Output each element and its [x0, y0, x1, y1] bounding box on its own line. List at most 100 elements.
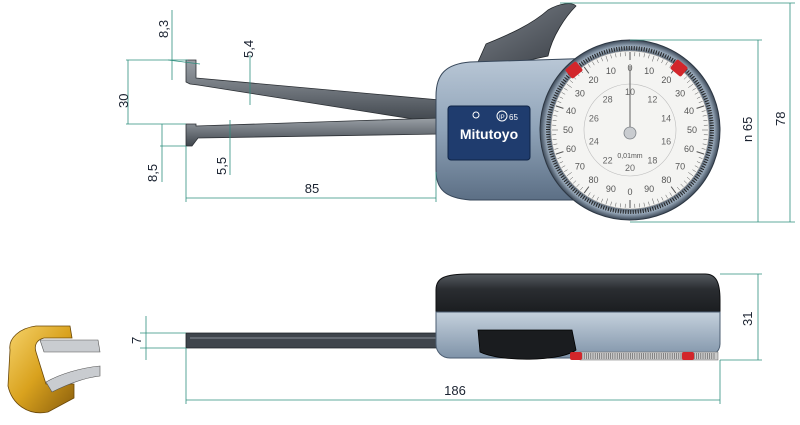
dial-tick: [596, 196, 599, 201]
dial-tick: [557, 157, 562, 159]
dial-tick: [566, 172, 572, 177]
dial-tick: [683, 76, 688, 80]
side-arm: [185, 332, 441, 349]
dial-tick: [694, 165, 699, 168]
side-dimensions: 7 31 186: [129, 273, 762, 404]
dial-inner-number: 16: [661, 137, 671, 147]
release-lever: [477, 3, 577, 63]
side-view: [185, 273, 721, 361]
tip-arm-lower: [45, 365, 101, 393]
dial-tick: [554, 110, 559, 112]
dial-outer-number: 60: [566, 144, 576, 154]
dial-tick: [583, 186, 590, 194]
dial-unit-label: 0,01mm: [617, 153, 642, 160]
tolerance-marker-left: [565, 61, 583, 79]
dial-tick: [648, 54, 650, 59]
dim-78: 78: [773, 112, 788, 126]
dial-tick: [696, 161, 701, 164]
dial-outer-number: 50: [563, 125, 573, 135]
dial-tick: [583, 66, 590, 74]
dial-tick: [702, 143, 707, 145]
dial-tick: [692, 87, 696, 91]
dial-tick: [686, 176, 691, 180]
dial-tick: [688, 172, 694, 177]
dial-tick: [643, 202, 645, 207]
dial-tick: [554, 148, 559, 150]
dial-tick: [639, 203, 641, 208]
ip-badge-text: IP: [499, 115, 505, 121]
dial-inner-number: 18: [647, 156, 657, 166]
dial-outer-number: 90: [606, 184, 616, 194]
dial-tick: [661, 59, 664, 64]
side-dial-cap: [435, 273, 721, 313]
dial-tick: [592, 61, 595, 66]
dial-tick: [576, 183, 580, 188]
dial-tick: [572, 180, 577, 184]
dial-tick: [569, 176, 574, 180]
dial-tick: [596, 59, 599, 64]
dial-tick: [665, 194, 668, 199]
dial-tick: [701, 110, 706, 112]
dial-tick: [669, 64, 673, 68]
top-dimensions: 8,3 5,4 30 8,5 5,5 85 n 65 78: [116, 2, 795, 223]
dial-inner-number: 24: [589, 137, 599, 147]
dial-tick: [652, 198, 655, 205]
dial-tick: [698, 101, 703, 103]
dial-tick: [561, 92, 566, 95]
dial-tick: [555, 151, 564, 155]
dial-tick: [564, 169, 568, 173]
dial-tick: [553, 115, 558, 117]
dial-outer-number: 60: [684, 144, 694, 154]
dial-outer-number: 10: [606, 66, 616, 76]
ip-rating-value: 65: [509, 113, 518, 122]
side-knurl-ring: [579, 351, 719, 361]
dial-tick: [559, 161, 564, 164]
dial-tick: [698, 157, 703, 159]
ip-badge: IP 65: [496, 110, 518, 122]
dim-186: 186: [444, 383, 466, 398]
dial-tick: [703, 139, 708, 141]
dial-tick: [665, 61, 668, 66]
tip-detail: [7, 325, 101, 414]
dial-inner-number: 28: [603, 94, 613, 104]
brand-panel: [447, 105, 531, 161]
dial-tick: [670, 186, 677, 194]
dim-8-5: 8,5: [145, 164, 160, 182]
dim-85: 85: [305, 181, 319, 196]
ip-badge-icon: [496, 110, 508, 122]
dial-tick: [587, 64, 591, 68]
dial-tick: [587, 192, 591, 196]
dial-needle-hub: [623, 126, 637, 140]
dial-tick: [601, 57, 603, 62]
dial-tick: [601, 198, 603, 203]
dial-tick: [696, 96, 701, 99]
dial-tick: [657, 57, 659, 62]
side-marker-left: [570, 352, 582, 360]
tolerance-marker-right: [670, 59, 688, 77]
dial-outer-number: 70: [675, 161, 685, 171]
dial-tick: [648, 201, 650, 206]
tip-arm-upper: [39, 339, 101, 353]
dial-tick: [561, 165, 566, 168]
dial-outer-number: 30: [675, 89, 685, 99]
dial-outer-number: 40: [566, 106, 576, 116]
dial-tick: [688, 83, 694, 88]
dial-tick: [555, 105, 564, 109]
lower-jaw-arm: [185, 117, 441, 147]
dim-8-3: 8,3: [156, 20, 171, 38]
side-marker-right: [682, 352, 694, 360]
dial-tick: [552, 119, 557, 121]
top-view: IP 65 Mitutoyo 0102030405060708090090807…: [185, 3, 721, 221]
dial-tick: [610, 201, 612, 206]
dial-outer-number: 10: [644, 66, 654, 76]
dial-tick: [557, 101, 562, 103]
dim-30: 30: [116, 94, 131, 108]
dial-tick: [657, 198, 659, 203]
dial-tick: [680, 183, 684, 188]
upper-jaw-arm: [185, 59, 441, 123]
dial-outer-number: 80: [661, 175, 671, 185]
dim-5-5: 5,5: [214, 157, 229, 175]
dial-tick: [552, 139, 557, 141]
dial-outer-number: 40: [684, 106, 694, 116]
